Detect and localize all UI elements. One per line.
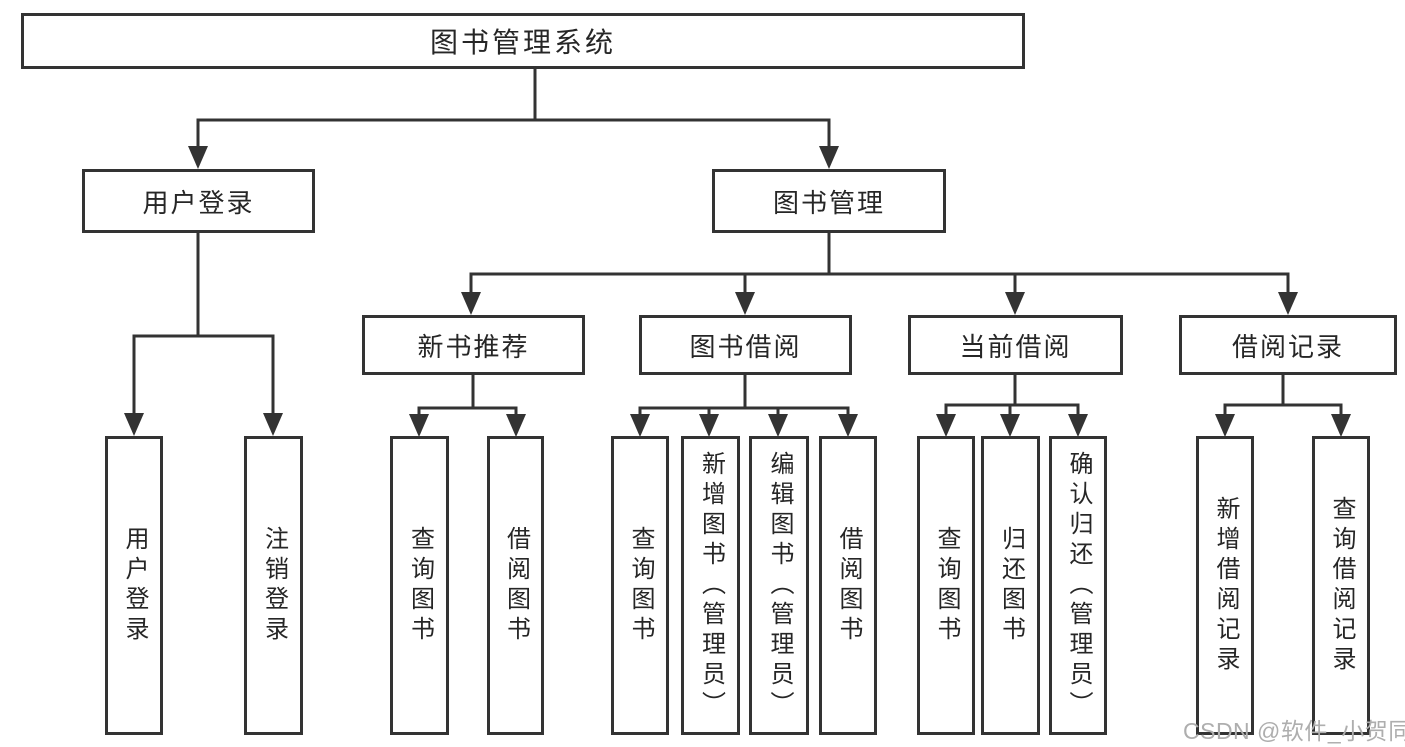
- leaf-query-books: 查询图书: [611, 436, 669, 735]
- leaf-user-login: 用户登录: [105, 436, 163, 735]
- connector-user-login-to-leaves: [132, 231, 275, 415]
- connector-new-books-to-leaves: [417, 373, 518, 416]
- leaf-query-books: 查询图书: [390, 436, 449, 735]
- connector-borrowing-to-leaves: [638, 373, 850, 416]
- leaf-query-books: 查询图书: [917, 436, 975, 735]
- leaf-edit-books-admin: 编辑图书（管理员）: [749, 436, 809, 735]
- leaf-return-books: 归还图书: [981, 436, 1040, 735]
- arrow-down-icon: [1278, 292, 1298, 315]
- leaf-confirm-return-admin: 确认归还（管理员）: [1049, 436, 1107, 735]
- arrow-down-icon: [124, 413, 144, 436]
- node-current-borrowing: 当前借阅: [908, 315, 1123, 375]
- connector-book-mgmt-to-level3: [469, 231, 1290, 294]
- leaf-borrow-books: 借阅图书: [487, 436, 544, 735]
- arrow-down-icon: [768, 414, 788, 437]
- arrow-down-icon: [506, 414, 526, 437]
- arrow-down-icon: [1005, 292, 1025, 315]
- arrow-down-icon: [699, 414, 719, 437]
- arrow-down-icon: [188, 146, 208, 169]
- arrow-down-icon: [409, 414, 429, 437]
- connector-records-to-leaves: [1223, 373, 1343, 416]
- node-user-login: 用户登录: [82, 169, 315, 233]
- arrow-down-icon: [838, 414, 858, 437]
- node-book-borrowing: 图书借阅: [639, 315, 852, 375]
- arrow-down-icon: [819, 146, 839, 169]
- arrow-down-icon: [1215, 414, 1235, 437]
- arrow-down-icon: [263, 413, 283, 436]
- arrow-down-icon: [1331, 414, 1351, 437]
- node-new-book-recommend: 新书推荐: [362, 315, 585, 375]
- leaf-add-books-admin: 新增图书（管理员）: [681, 436, 740, 735]
- leaf-borrow-books: 借阅图书: [819, 436, 877, 735]
- csdn-watermark: CSDN @软件_小贺同学: [1183, 718, 1405, 744]
- connector-current-to-leaves: [944, 373, 1080, 416]
- leaf-add-borrow-record: 新增借阅记录: [1196, 436, 1254, 735]
- node-root-system: 图书管理系统: [21, 13, 1025, 69]
- arrow-down-icon: [1000, 414, 1020, 437]
- arrow-down-icon: [1068, 414, 1088, 437]
- arrow-down-icon: [461, 292, 481, 315]
- leaf-query-borrow-record: 查询借阅记录: [1312, 436, 1370, 735]
- leaf-logout: 注销登录: [244, 436, 303, 735]
- connector-root-to-level2: [196, 67, 831, 148]
- arrow-down-icon: [936, 414, 956, 437]
- node-book-management: 图书管理: [712, 169, 946, 233]
- arrow-down-icon: [630, 414, 650, 437]
- node-borrowing-records: 借阅记录: [1179, 315, 1397, 375]
- arrow-down-icon: [735, 292, 755, 315]
